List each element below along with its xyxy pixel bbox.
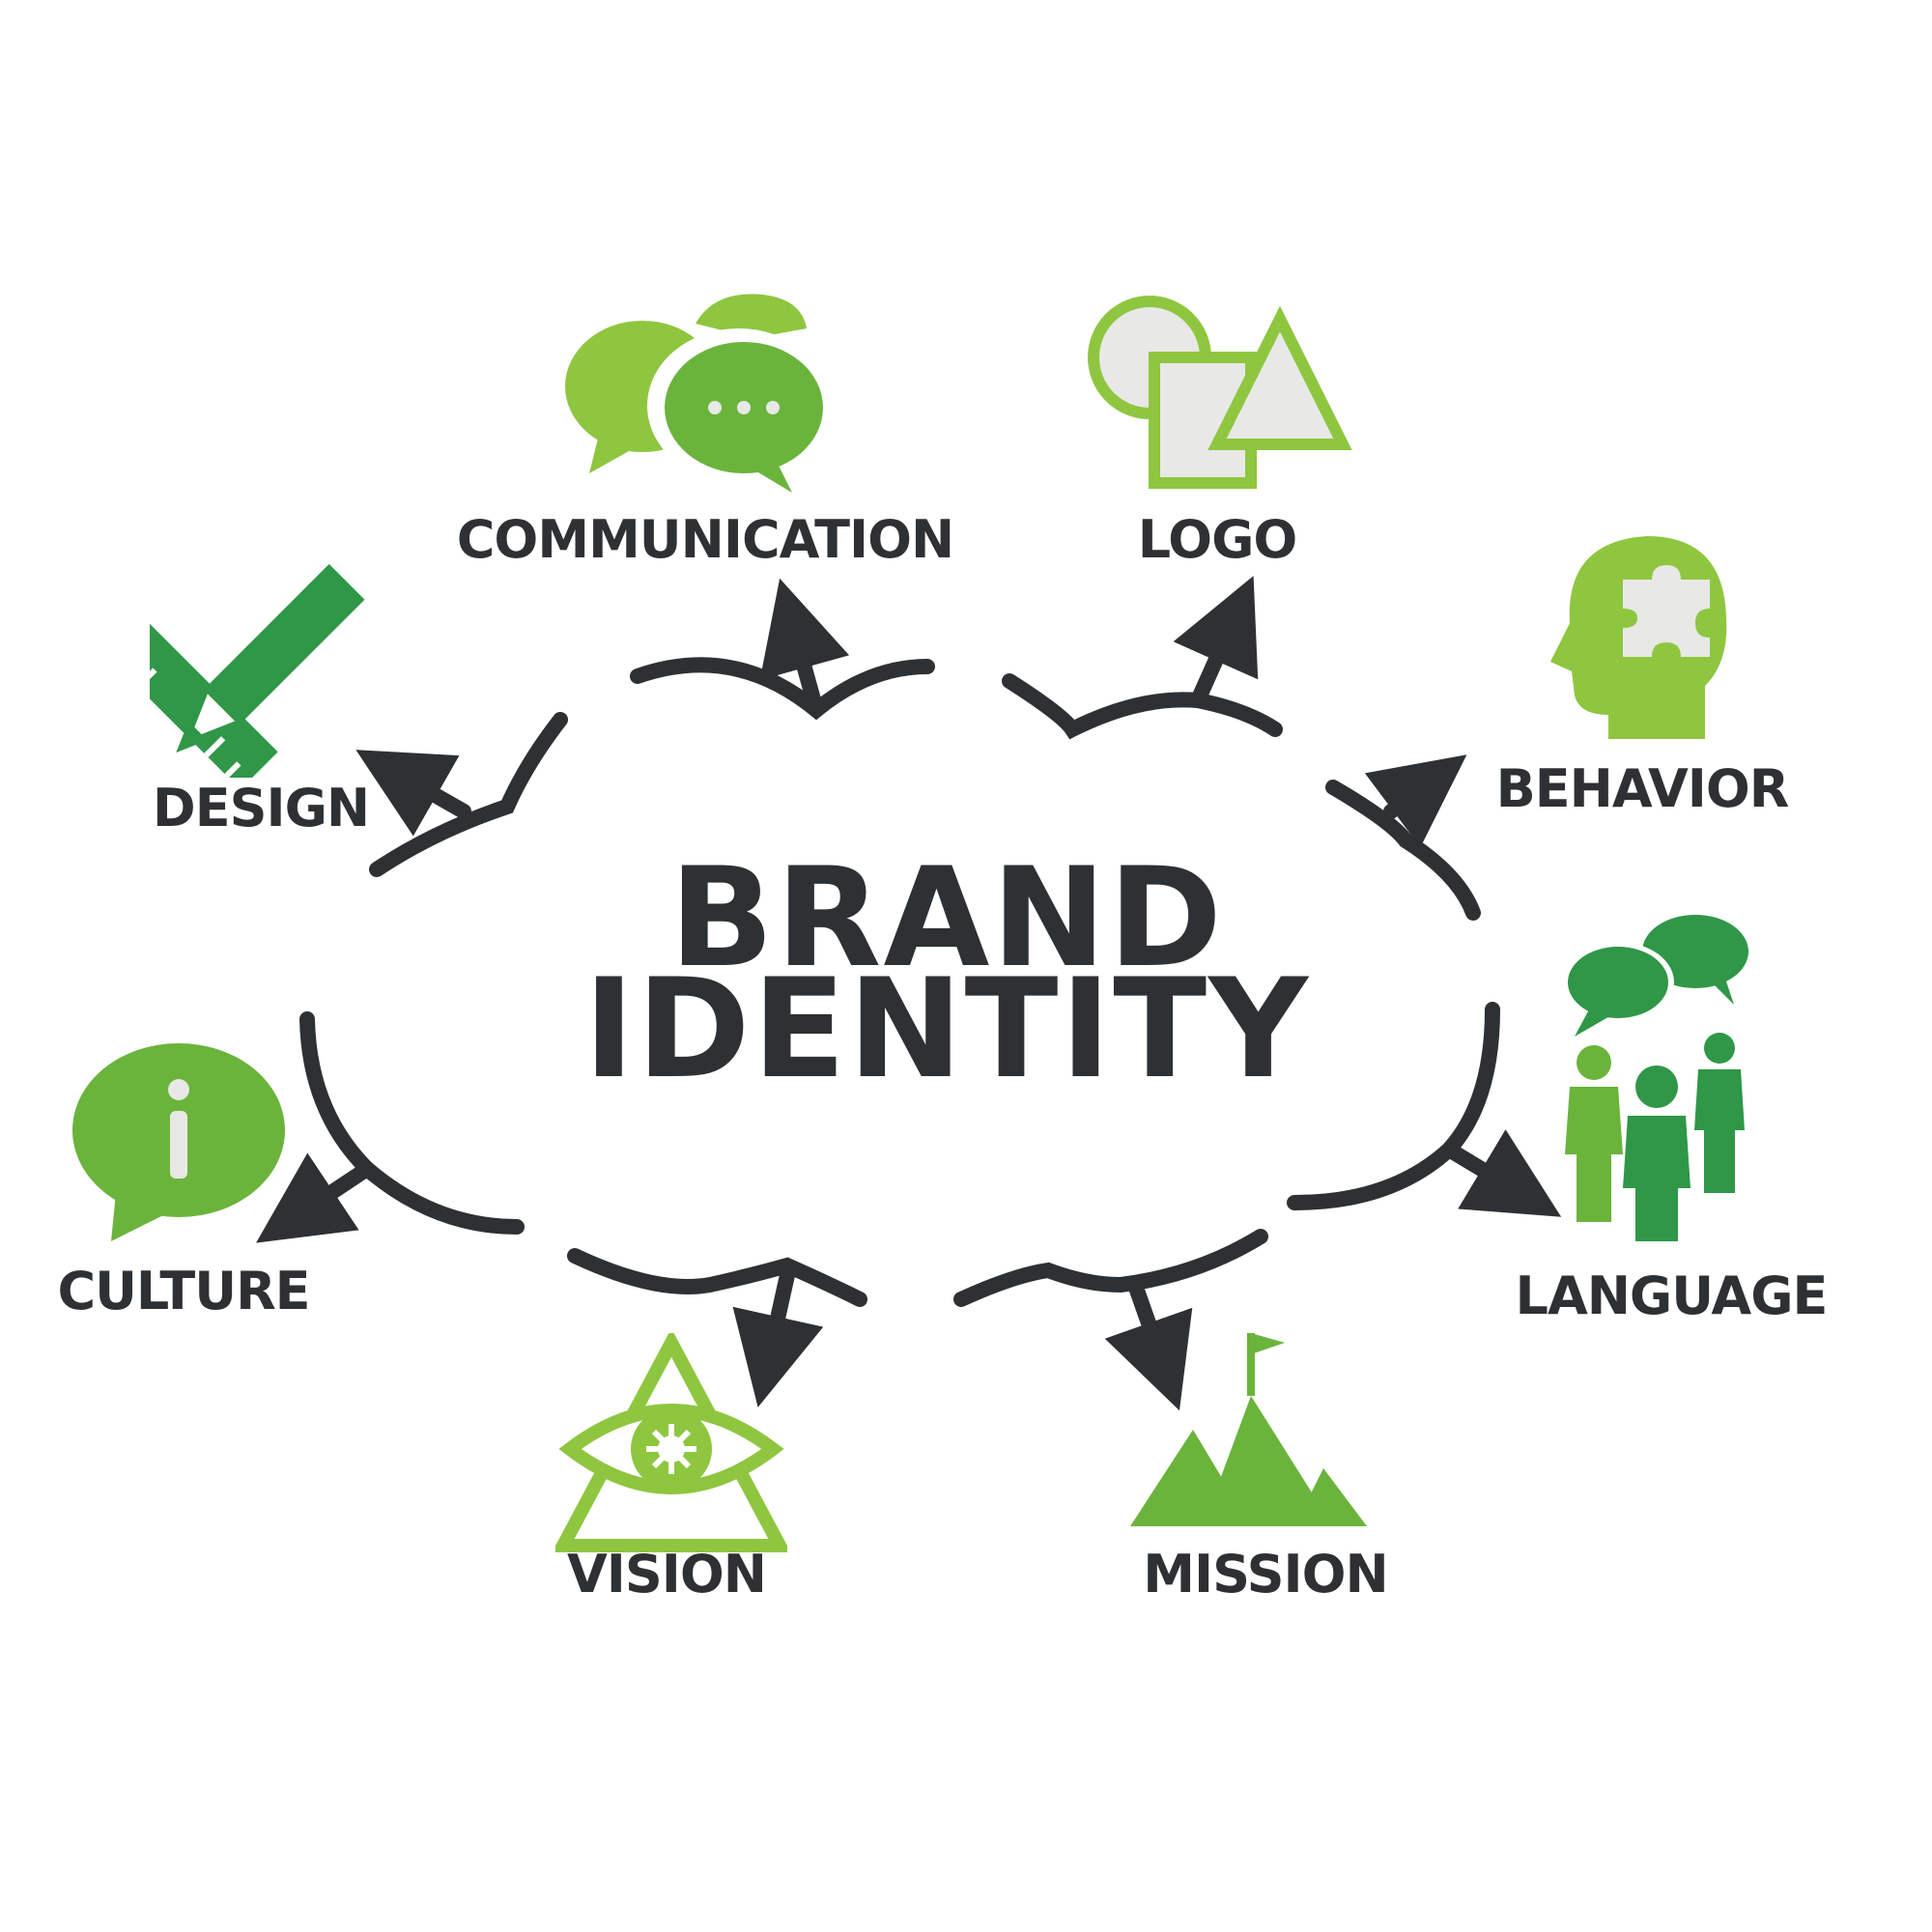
label-mission: MISSION — [1143, 1544, 1388, 1605]
speech-bubbles-icon — [565, 294, 831, 493]
label-language: LANGUAGE — [1515, 1265, 1829, 1326]
arrow-behavior — [1364, 754, 1467, 848]
label-vision: VISION — [567, 1544, 767, 1605]
arrow-design — [355, 750, 471, 837]
shapes-icon — [1088, 296, 1352, 489]
title-brand: BRAND — [668, 838, 1225, 998]
label-logo: LOGO — [1137, 509, 1298, 570]
arrow-communication — [759, 578, 850, 718]
arc-left-upper — [369, 712, 568, 877]
arc-top-left — [630, 657, 935, 721]
head-puzzle-icon — [1550, 536, 1727, 739]
label-behavior: BEHAVIOR — [1495, 758, 1790, 819]
title-identity: IDENTITY — [583, 950, 1310, 1109]
label-communication: COMMUNICATION — [456, 509, 954, 570]
eye-triangle-icon — [555, 1333, 787, 1552]
label-design: DESIGN — [152, 778, 370, 838]
arrow-mission — [1104, 1277, 1193, 1411]
arc-top-right — [1002, 673, 1283, 740]
arrow-language — [1441, 1129, 1562, 1217]
arrow-logo — [1173, 576, 1259, 708]
info-bubble-icon — [72, 1043, 285, 1241]
arc-bottom-right — [953, 1229, 1268, 1307]
arrow-culture — [256, 1152, 375, 1243]
people-talking-icon — [1562, 915, 1748, 1241]
pencil-ruler-icon — [150, 563, 365, 778]
arrow-vision — [732, 1267, 824, 1407]
label-culture: CULTURE — [57, 1261, 310, 1321]
arc-bottom-left — [567, 1248, 867, 1307]
mountain-flag-icon — [1130, 1333, 1367, 1526]
